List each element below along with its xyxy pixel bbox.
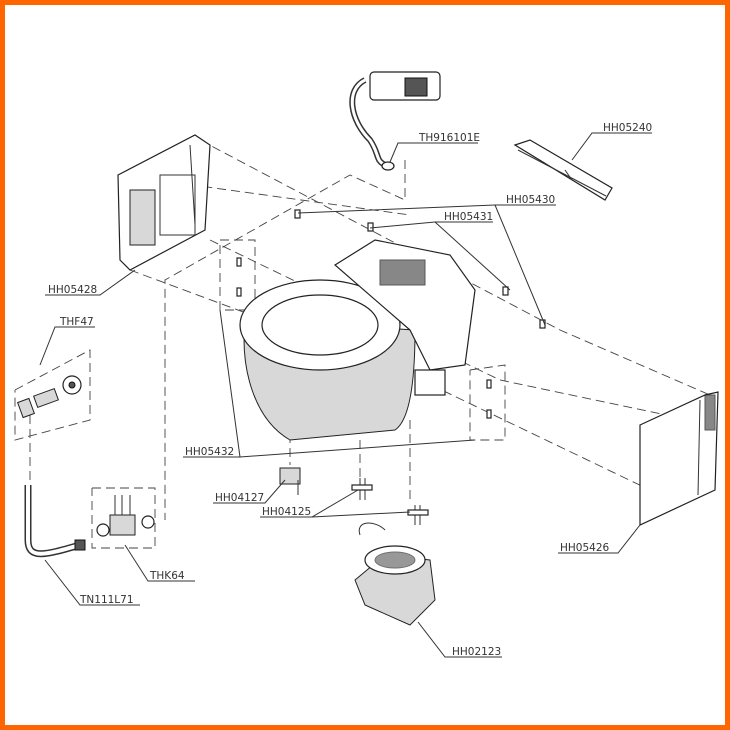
bracket-part bbox=[279, 467, 301, 495]
supply-hose-part bbox=[24, 485, 86, 558]
mount-set-parts bbox=[351, 478, 429, 525]
valve-assembly-part bbox=[349, 71, 441, 171]
toilet-bowl-part bbox=[239, 239, 476, 441]
label-right-panel: HH05426 bbox=[560, 542, 610, 554]
label-supply-hose: TN111L71 bbox=[79, 594, 134, 606]
label-flange: HH02123 bbox=[452, 646, 501, 658]
label-mount-set: HH04125 bbox=[262, 506, 311, 518]
right-side-panel-part bbox=[639, 391, 719, 526]
stop-valve-part bbox=[96, 495, 155, 537]
label-left-panel: HH05428 bbox=[48, 284, 97, 296]
label-supply-kit: THF47 bbox=[59, 316, 94, 328]
left-side-panel-part bbox=[117, 134, 211, 271]
label-bracket: HH04127 bbox=[215, 492, 264, 504]
label-valve: TH916101E bbox=[418, 132, 480, 144]
supply-kit-part bbox=[16, 375, 82, 419]
label-clip-b: HH05431 bbox=[444, 211, 493, 223]
label-clip-a: HH05430 bbox=[506, 194, 555, 206]
top-cover-part bbox=[513, 139, 613, 201]
flange-part bbox=[354, 522, 436, 626]
label-clip-set: HH05432 bbox=[185, 446, 234, 458]
label-top-cover: HH05240 bbox=[603, 122, 652, 134]
label-stop-valve: THK64 bbox=[149, 570, 185, 582]
leader-lines bbox=[39, 132, 652, 658]
